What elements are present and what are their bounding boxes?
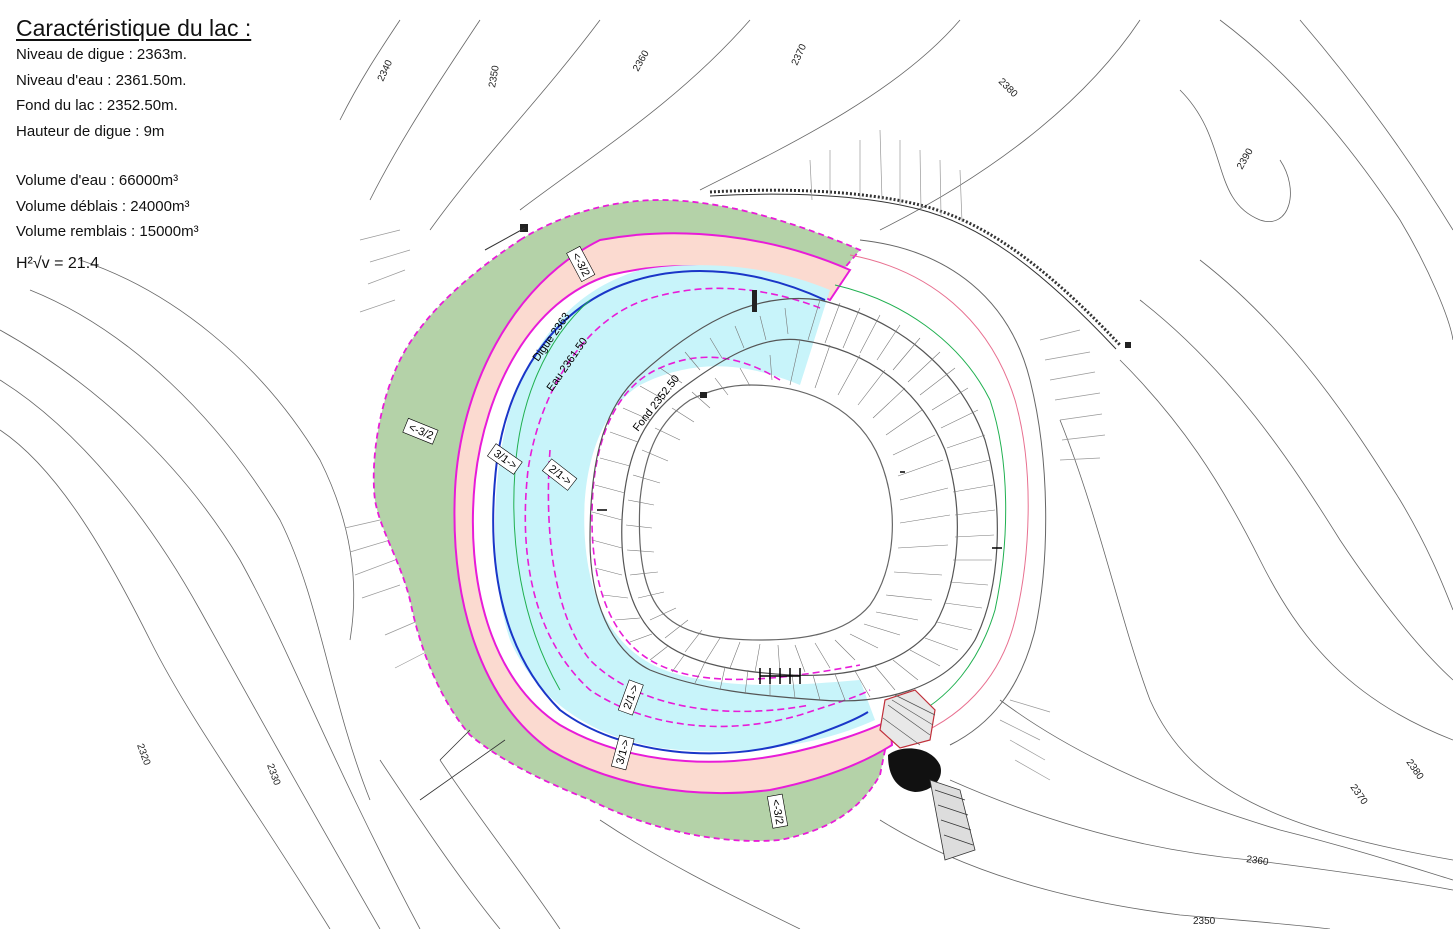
water-area — [495, 265, 875, 752]
contour-line — [1299, 19, 1453, 231]
contour-label: 2380 — [1404, 757, 1426, 782]
contour-label: 2340 — [376, 58, 396, 83]
legend-title: Caractéristique du lac : — [16, 15, 252, 41]
contour-label: 2390 — [1235, 146, 1256, 171]
contour-line — [29, 289, 371, 801]
black-markers — [597, 471, 1002, 684]
contour-line — [999, 699, 1453, 881]
contour-line — [1179, 89, 1291, 222]
water-line — [492, 270, 869, 755]
contour-label: 2330 — [264, 762, 282, 787]
outer-boundary — [849, 254, 1029, 741]
slope-break-lines — [524, 287, 871, 728]
slope-label-box — [617, 679, 644, 716]
contour-line — [429, 19, 601, 231]
inner-benches — [589, 297, 998, 702]
slope-label-box — [487, 443, 523, 475]
contour-line — [1119, 359, 1453, 741]
terrain-hatching — [344, 129, 1106, 781]
slope-label-box — [610, 734, 635, 771]
contour-line — [1219, 19, 1453, 341]
contour-line — [699, 19, 961, 191]
fond-lac: Fond du lac : 2352.50m. — [16, 97, 178, 114]
volume-deblais: Volume déblais : 24000m³ — [16, 197, 190, 215]
outer-terrain-line — [859, 239, 1047, 746]
slope-label-box — [402, 417, 439, 445]
lake-characteristics-legend: Caractéristique du lac : Niveau de digue… — [16, 14, 316, 276]
niveau-eau: Niveau d'eau : 2361.50m. — [16, 71, 187, 89]
contour-label: 2320 — [134, 742, 152, 767]
contour-label: 2370 — [1348, 782, 1370, 807]
slope-label-bottom: <-3/2 — [769, 798, 785, 825]
contour-line — [519, 19, 751, 211]
contour-line — [379, 759, 501, 929]
pylon-line — [484, 227, 526, 251]
contour-label: 2360 — [1246, 854, 1270, 868]
contour-line — [369, 19, 481, 201]
leader-line — [419, 729, 506, 801]
contour-line — [879, 19, 1141, 231]
contour-line — [1139, 299, 1453, 681]
height-volume-ratio: H²√v = 21.4 — [16, 254, 100, 272]
access-road — [709, 188, 1122, 350]
contour-line — [599, 819, 801, 929]
contour-label: 2380 — [996, 76, 1020, 100]
contour-line — [949, 779, 1453, 891]
niveau-digue: Niveau de digue : 2363m. — [16, 46, 187, 63]
contour-line — [339, 19, 401, 121]
hauteur-digue: Hauteur de digue : 9m — [16, 122, 165, 140]
contour-label: 2350 — [1193, 916, 1216, 927]
contour-line — [1199, 259, 1453, 611]
contour-line — [0, 379, 381, 929]
slope-label-box — [767, 793, 789, 829]
contour-label: 2370 — [790, 42, 810, 67]
contour-line — [439, 759, 561, 929]
contour-line — [0, 429, 331, 929]
volume-remblais: Volume remblais : 15000m³ — [16, 223, 199, 240]
contour-line — [0, 329, 421, 929]
contour-label: 2360 — [631, 48, 652, 73]
volume-eau: Volume d'eau : 66000m³ — [16, 172, 179, 189]
slope-annotations: <-3/2 <-3/2 <-3/2 3/1-> 2/1-> 2/1-> 3/1-… — [402, 245, 789, 829]
contour-line — [1059, 419, 1453, 861]
slope-label-box — [566, 245, 596, 283]
spillway-structure — [879, 689, 976, 861]
contour-line — [79, 259, 355, 641]
legend-spacer — [16, 144, 316, 168]
slope-label-box — [541, 458, 578, 491]
contour-label: 2350 — [487, 64, 502, 88]
